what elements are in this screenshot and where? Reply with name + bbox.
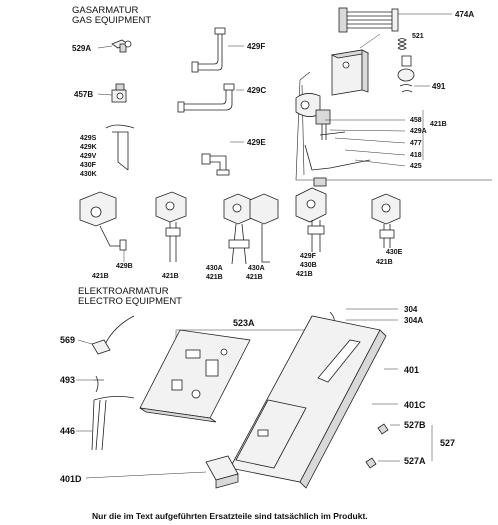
electro-section: ELEKTROARMATUR ELECTRO EQUIPMENT 304 304… bbox=[60, 286, 455, 489]
label-521: 521 bbox=[412, 33, 424, 40]
label-527b: 527B bbox=[404, 420, 426, 430]
label-425: 425 bbox=[410, 163, 422, 170]
label-429k: 429K bbox=[80, 144, 97, 151]
label-527a: 527A bbox=[404, 456, 426, 466]
label-401d: 401D bbox=[60, 474, 82, 484]
label-v6-430e: 430E bbox=[386, 249, 403, 256]
electro-title-de: ELEKTROARMATUR bbox=[78, 286, 169, 297]
label-421b-right: 421B bbox=[430, 121, 447, 128]
label-v6-421b: 421B bbox=[376, 259, 393, 266]
burner-assembly bbox=[295, 71, 492, 187]
valve-variant-2 bbox=[155, 191, 187, 262]
connector-401d bbox=[205, 455, 239, 489]
gas-title-de: GASARMATUR bbox=[72, 5, 138, 16]
magnet-491 bbox=[397, 55, 415, 93]
label-527: 527 bbox=[440, 438, 455, 448]
label-446: 446 bbox=[60, 426, 75, 436]
label-418: 418 bbox=[410, 152, 422, 159]
label-v3-421b: 421B bbox=[206, 274, 223, 281]
pipe-429f bbox=[191, 27, 226, 73]
nipple-529a bbox=[111, 39, 132, 53]
valve-variant-5 bbox=[295, 187, 327, 252]
label-474a: 474A bbox=[455, 10, 474, 19]
label-401c: 401C bbox=[404, 400, 426, 410]
pipe-429c bbox=[177, 83, 235, 113]
panel-401c bbox=[235, 399, 307, 469]
label-493: 493 bbox=[60, 375, 75, 385]
label-430f-left: 430F bbox=[80, 162, 97, 169]
valve-variant-4 bbox=[249, 193, 279, 263]
label-v4-430a: 430A bbox=[248, 265, 265, 272]
footer-note: Nur die im Text aufgeführten Ersatzteile… bbox=[92, 511, 368, 521]
gas-section: GASARMATUR GAS EQUIPMENT 474A 521 bbox=[72, 5, 492, 281]
label-429e: 429E bbox=[247, 138, 266, 147]
label-v3-430a: 430A bbox=[206, 265, 223, 272]
power-cable-569 bbox=[91, 315, 135, 355]
label-429c: 429C bbox=[247, 86, 266, 95]
coupling-457b bbox=[111, 83, 127, 103]
label-491: 491 bbox=[432, 82, 446, 91]
control-box bbox=[330, 33, 381, 96]
valve-variant-6 bbox=[371, 193, 401, 248]
wire-harness-474a bbox=[338, 7, 399, 33]
pipe-bundle-429s bbox=[105, 124, 135, 171]
label-523a: 523A bbox=[233, 318, 255, 328]
label-v4-421b: 421B bbox=[246, 274, 263, 281]
clip-527b bbox=[377, 423, 389, 435]
label-v2-421b: 421B bbox=[162, 273, 179, 280]
electro-title-en: ELECTRO EQUIPMENT bbox=[78, 296, 182, 307]
label-429a: 429A bbox=[410, 128, 427, 135]
label-401: 401 bbox=[404, 365, 419, 375]
label-529a: 529A bbox=[72, 44, 91, 53]
label-458: 458 bbox=[410, 117, 422, 124]
label-v1-429b: 429B bbox=[116, 263, 133, 270]
pcb-board bbox=[139, 329, 251, 423]
label-429f: 429F bbox=[247, 42, 265, 51]
label-457b: 457B bbox=[74, 90, 93, 99]
label-477: 477 bbox=[410, 140, 422, 147]
label-304: 304 bbox=[404, 305, 418, 314]
label-429s: 429S bbox=[80, 135, 97, 142]
pipe-429e bbox=[201, 153, 230, 176]
label-430k: 430K bbox=[80, 171, 97, 178]
label-569: 569 bbox=[60, 335, 75, 345]
valve-variant-3 bbox=[223, 193, 253, 265]
spring-521 bbox=[397, 38, 407, 50]
label-429v: 429V bbox=[80, 153, 97, 160]
wire-493 bbox=[94, 375, 104, 393]
wires-446 bbox=[91, 396, 135, 451]
gas-title-en: GAS EQUIPMENT bbox=[72, 15, 151, 26]
label-v5-430b: 430B bbox=[300, 262, 317, 269]
clip-527a bbox=[365, 457, 377, 469]
label-v5-429f: 429F bbox=[300, 253, 317, 260]
label-v5-421b: 421B bbox=[296, 271, 313, 278]
label-304a: 304A bbox=[404, 316, 423, 325]
valve-variant-1 bbox=[79, 191, 127, 251]
label-v1-421b: 421B bbox=[92, 273, 109, 280]
